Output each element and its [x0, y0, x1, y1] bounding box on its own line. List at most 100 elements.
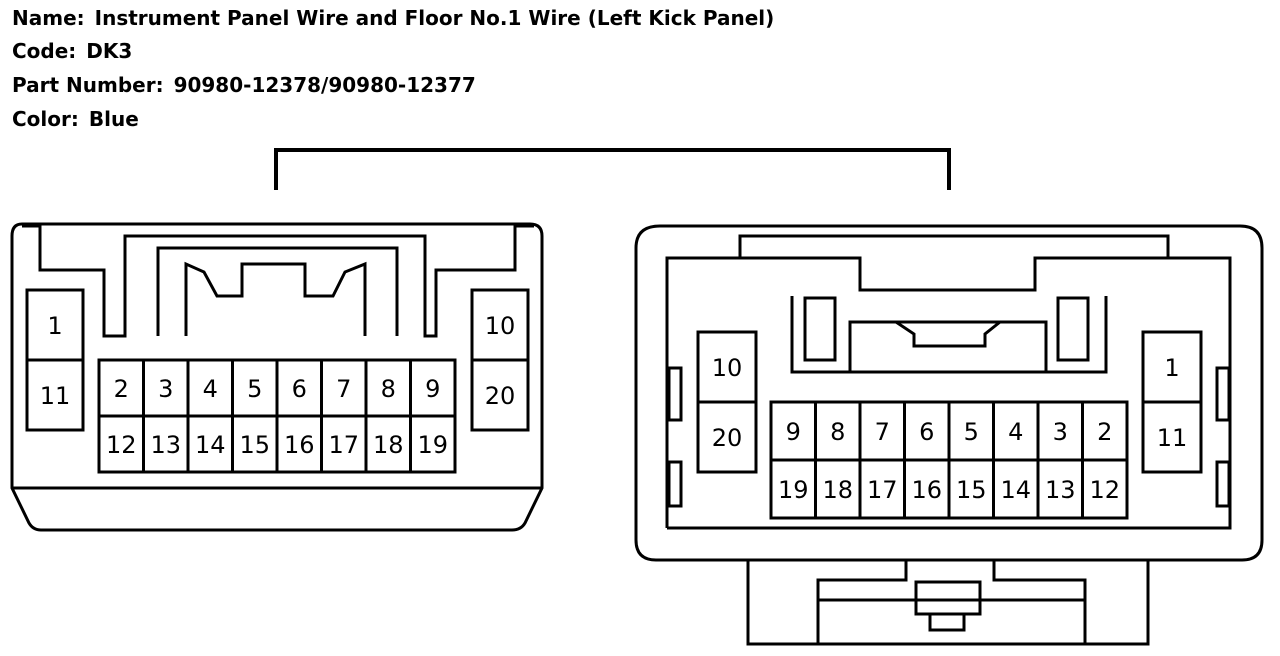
right-terminal-15-box: [947, 458, 995, 520]
left-terminal-17: 17: [320, 414, 368, 474]
right-terminal-7-label: 7: [875, 418, 890, 446]
right-terminal-3-label: 3: [1053, 418, 1068, 446]
right-terminal-8-label: 8: [830, 418, 845, 446]
part-number-line: Part Number: 90980-12378/90980-12377: [12, 75, 476, 95]
name-value: Instrument Panel Wire and Floor No.1 Wir…: [94, 6, 775, 30]
right-terminal-15: 15: [947, 458, 995, 520]
right-terminal-12-box: [1081, 458, 1129, 520]
right-connector-top-notch: [738, 236, 1168, 292]
right-terminal-5: 5: [947, 400, 995, 462]
right-terminal-2: 2: [1081, 400, 1129, 462]
left-terminal-3-label: 3: [158, 375, 173, 403]
right-terminal-8: 8: [814, 400, 862, 462]
name-label: Name:: [12, 6, 85, 30]
left-terminal-3: 3: [142, 358, 190, 418]
right-connector-inner-outline: [665, 234, 1232, 530]
left-terminal-9: 9: [409, 358, 457, 418]
right-terminal-11-box: [1141, 400, 1203, 474]
left-terminal-4-label: 4: [203, 375, 218, 403]
right-terminal-14: 14: [992, 458, 1040, 520]
right-connector-lock-tab-step-right: [992, 560, 1087, 600]
right-terminal-16-label: 16: [911, 476, 942, 504]
left-terminal-6: 6: [275, 358, 323, 418]
right-terminal-3: 3: [1036, 400, 1084, 462]
right-terminal-9-label: 9: [786, 418, 801, 446]
left-terminal-7: 7: [320, 358, 368, 418]
code-label: Code:: [12, 39, 77, 63]
left-connector-latch-inner: [184, 261, 367, 336]
right-connector-lock-button-tip: [928, 612, 966, 632]
part-number-label: Part Number:: [12, 73, 164, 97]
right-terminal-20-box: [696, 400, 758, 474]
right-terminal-9: 9: [769, 400, 817, 462]
right-connector-guide-left: [803, 296, 837, 362]
right-terminal-20-label: 20: [712, 424, 743, 452]
left-terminal-12: 12: [97, 414, 145, 474]
left-connector-latch: [156, 246, 399, 336]
left-terminal-8: 8: [364, 358, 412, 418]
left-terminal-8-label: 8: [381, 375, 396, 403]
left-terminal-11-box: [25, 358, 85, 432]
left-terminal-13: 13: [142, 414, 190, 474]
left-terminal-20-box: [470, 358, 530, 432]
right-terminal-2-box: [1081, 400, 1129, 462]
right-terminal-5-label: 5: [964, 418, 979, 446]
right-connector-lock-tab: [746, 560, 1150, 646]
right-terminal-10-label: 10: [712, 354, 743, 382]
left-terminal-5-label: 5: [247, 375, 262, 403]
right-connector-guide-right: [1056, 296, 1090, 362]
left-terminal-15-box: [231, 414, 279, 474]
right-terminal-14-label: 14: [1000, 476, 1031, 504]
left-terminal-9-box: [409, 358, 457, 418]
left-terminal-11: 11: [25, 358, 85, 432]
right-terminal-9-box: [769, 400, 817, 462]
color-line: Color:Blue: [12, 109, 139, 129]
code-value: DK3: [86, 39, 133, 63]
left-terminal-16: 16: [275, 414, 323, 474]
left-terminal-13-box: [142, 414, 190, 474]
right-connector-center-slot: [895, 320, 1001, 348]
left-connector-housing: [10, 222, 544, 532]
left-terminal-4: 4: [186, 358, 234, 418]
color-value: Blue: [88, 107, 139, 131]
right-terminal-15-label: 15: [956, 476, 987, 504]
left-terminal-15: 15: [231, 414, 279, 474]
left-terminal-13-label: 13: [150, 431, 181, 459]
part-number-value: 90980-12378/90980-12377: [173, 73, 476, 97]
right-terminal-10-box: [696, 330, 758, 404]
left-terminal-19-box: [409, 414, 457, 474]
right-terminal-19-label: 19: [778, 476, 809, 504]
right-terminal-13-label: 13: [1045, 476, 1076, 504]
left-terminal-18: 18: [364, 414, 412, 474]
left-terminal-20: 20: [470, 358, 530, 432]
left-terminal-4-box: [186, 358, 234, 418]
right-terminal-19: 19: [769, 458, 817, 520]
right-connector-side-slot-left-2: [667, 460, 683, 508]
right-terminal-18: 18: [814, 458, 862, 520]
left-terminal-18-label: 18: [373, 431, 404, 459]
left-terminal-12-label: 12: [106, 431, 137, 459]
left-terminal-15-label: 15: [239, 431, 270, 459]
right-connector-center-tab: [848, 320, 1048, 372]
left-terminal-16-box: [275, 414, 323, 474]
left-terminal-16-label: 16: [284, 431, 315, 459]
right-terminal-6: 6: [903, 400, 951, 462]
left-terminal-1-label: 1: [47, 312, 62, 340]
right-terminal-4-label: 4: [1008, 418, 1023, 446]
right-terminal-16: 16: [903, 458, 951, 520]
right-terminal-4: 4: [992, 400, 1040, 462]
right-connector-side-slot-right-2: [1215, 460, 1231, 508]
left-terminal-10-label: 10: [485, 312, 516, 340]
left-terminal-7-label: 7: [336, 375, 351, 403]
left-terminal-20-label: 20: [485, 382, 516, 410]
code-line: Code: DK3: [12, 41, 132, 61]
right-terminal-11-label: 11: [1157, 424, 1188, 452]
right-terminal-10: 10: [696, 330, 758, 404]
left-terminal-18-box: [364, 414, 412, 474]
left-terminal-19-label: 19: [417, 431, 448, 459]
left-terminal-14-box: [186, 414, 234, 474]
left-terminal-2-label: 2: [114, 375, 129, 403]
right-connector-housing: [634, 224, 1264, 562]
right-terminal-17-label: 17: [867, 476, 898, 504]
